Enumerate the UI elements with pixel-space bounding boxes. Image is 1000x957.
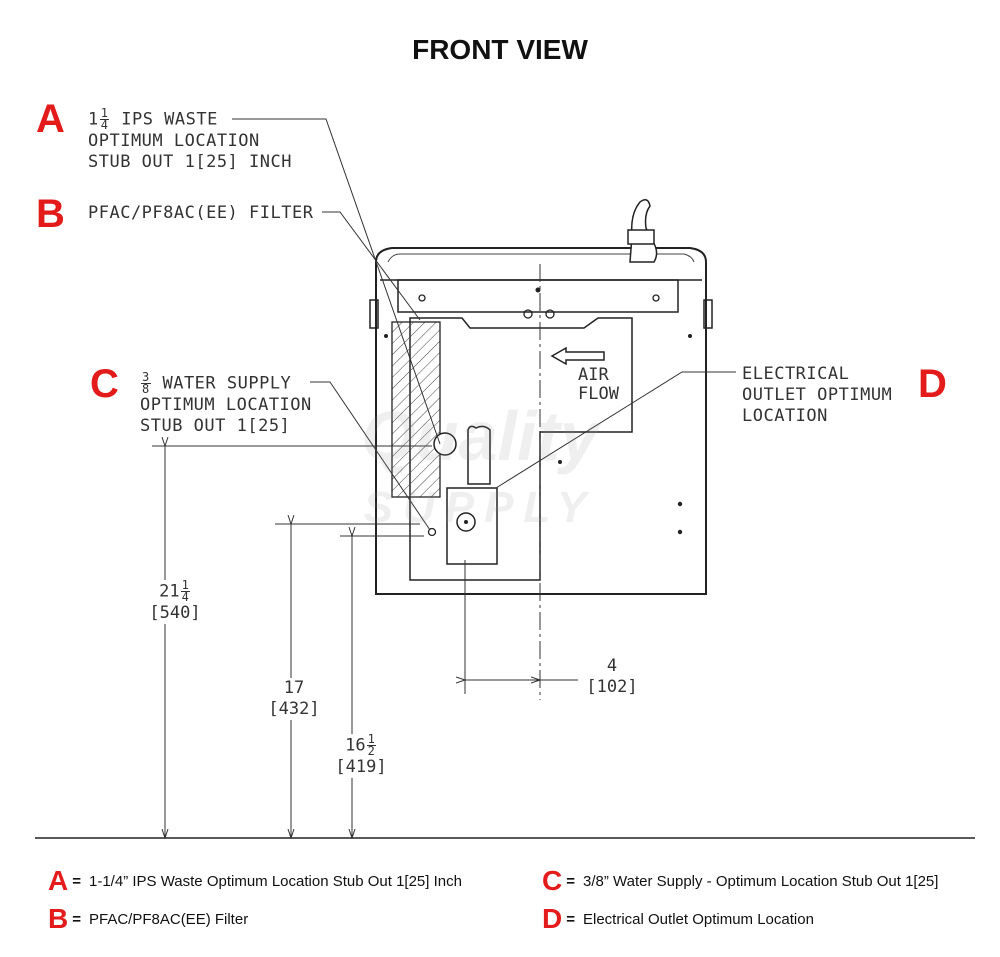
callout-letter-b: B xyxy=(36,192,65,236)
legend-item-d: D=Electrical Outlet Optimum Location xyxy=(542,903,814,934)
callout-letter-c: C xyxy=(90,362,119,406)
inner-panel xyxy=(409,317,633,581)
filter-column xyxy=(391,321,441,498)
legend-item-a: A=1-1/4” IPS Waste Optimum Location Stub… xyxy=(48,865,462,896)
dim-label-h2: 17 [432] xyxy=(262,678,326,720)
electrical-box xyxy=(446,487,498,565)
callout-letter-a: A xyxy=(36,97,65,141)
dim-label-w1: 4 [102] xyxy=(586,656,638,697)
leader-a xyxy=(232,118,441,445)
water-supply-stub xyxy=(427,527,437,537)
legend-item-b: B=PFAC/PF8AC(EE) Filter xyxy=(48,903,249,934)
airflow-label: AIR FLOW xyxy=(578,365,619,404)
callout-letter-d: D xyxy=(918,362,947,406)
leader-d xyxy=(495,371,736,489)
waste-pipe xyxy=(433,432,457,456)
callout-d-text: ELECTRICAL OUTLET OPTIMUM LOCATION xyxy=(742,364,893,426)
top-rail xyxy=(397,279,679,313)
legend-item-c: C=3/8” Water Supply - Optimum Location S… xyxy=(542,865,939,896)
leader-b xyxy=(322,211,421,321)
page-title: FRONT VIEW xyxy=(412,34,588,65)
cabinet-outline xyxy=(375,247,707,595)
watermark: Quality SUPPLY xyxy=(361,397,599,532)
callout-b-text: PFAC/PF8AC(EE) FILTER xyxy=(88,203,314,223)
airflow-arrow xyxy=(550,346,605,366)
leader-c xyxy=(310,381,431,531)
